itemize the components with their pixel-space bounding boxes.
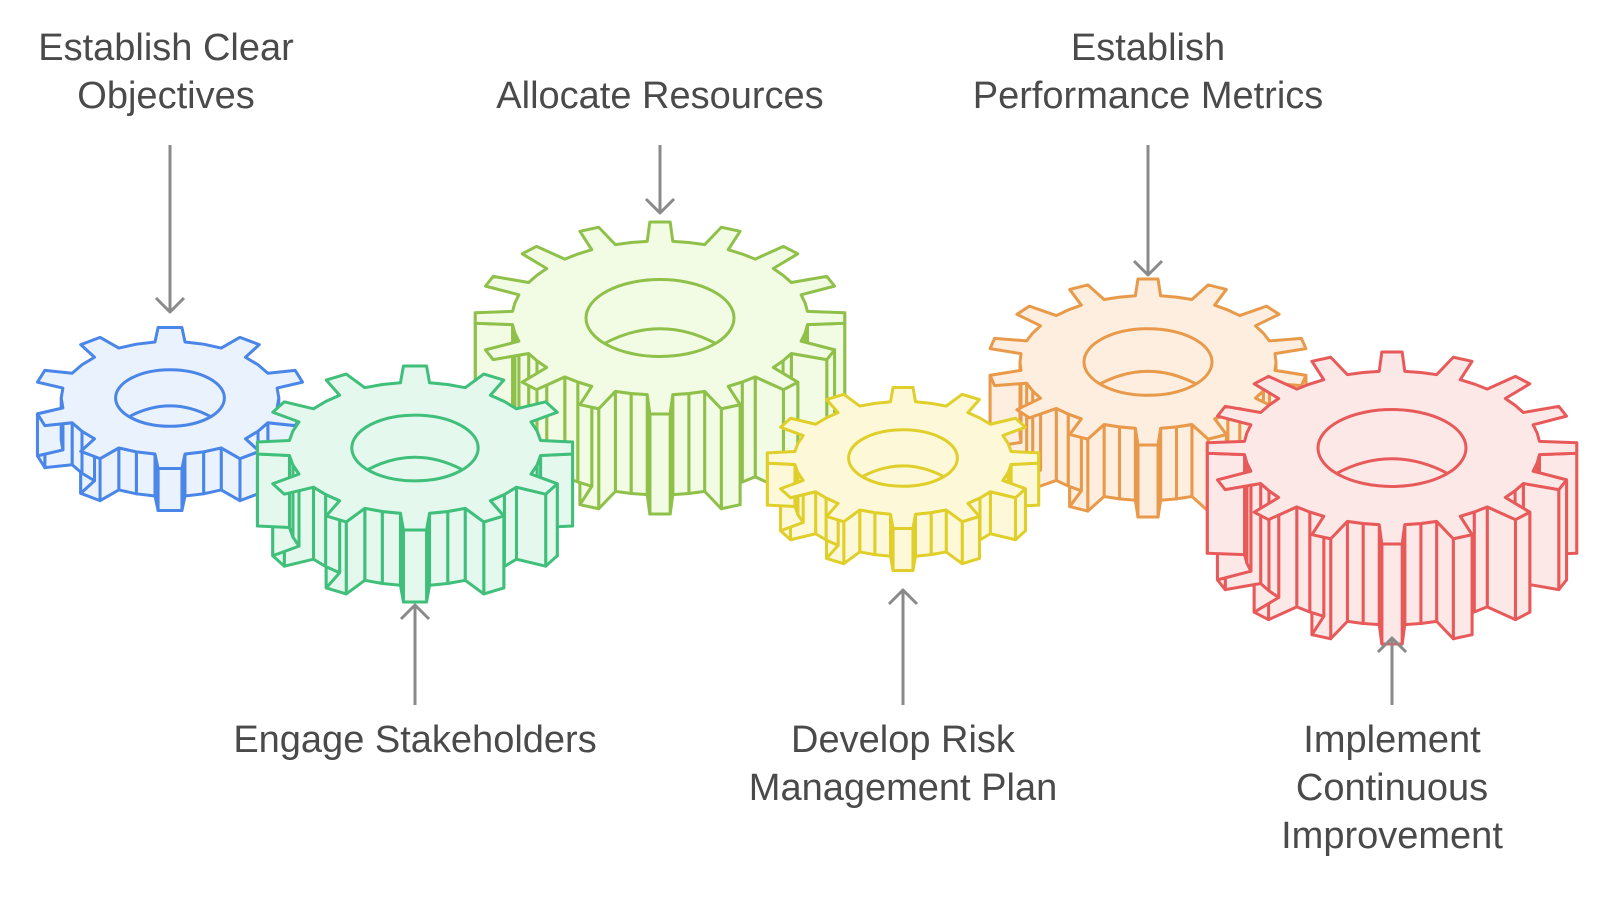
gear-lime-side <box>629 391 649 497</box>
gear-orange-side <box>1136 443 1160 519</box>
gear-green-hole-inner <box>366 455 464 472</box>
gear-blue-side <box>202 446 223 496</box>
gear-blue-side <box>183 450 206 498</box>
gear-blue <box>35 326 305 512</box>
gear-red-side <box>1380 542 1404 646</box>
gear-lime-side <box>703 389 723 511</box>
gear-red-hole <box>1316 408 1468 488</box>
gear-yellow-side <box>814 490 828 542</box>
gear-green-side <box>312 485 328 568</box>
gear-lime-side <box>687 389 707 495</box>
gear-orange-side <box>1159 425 1178 502</box>
arrow-risk <box>887 588 919 705</box>
gear-yellow-side <box>858 508 877 557</box>
label-establish-clear-objectives: Establish Clear Objectives <box>38 27 294 117</box>
label-implement-continuous-improvement: Implement Continuous Improvement <box>1281 719 1503 857</box>
gear-blue-side <box>117 446 138 496</box>
gear-red-side <box>1361 521 1381 627</box>
label-allocate-resources: Allocate Resources <box>496 75 824 117</box>
arrow-objectives <box>154 145 186 314</box>
gear-orange-side <box>1174 423 1194 501</box>
gear-red-side <box>1329 519 1349 641</box>
gear-green-side <box>380 509 402 587</box>
gear-red <box>1205 350 1579 646</box>
gear-green-side <box>502 485 518 568</box>
gear-red-side <box>1295 505 1312 614</box>
gear-lime-side <box>671 391 691 497</box>
gear-green <box>255 364 575 604</box>
arrow-improvement <box>1376 636 1408 705</box>
gear-yellow-hole <box>847 428 959 488</box>
gear-red-side <box>1451 533 1474 641</box>
gear-lime-side <box>719 403 742 511</box>
gear-lime-side <box>597 389 617 511</box>
gear-red-side <box>1419 519 1439 625</box>
gear-red-side <box>1345 519 1365 625</box>
gear-lime-hole-inner <box>603 327 717 345</box>
gear-red-side <box>1513 510 1532 622</box>
gear-red-side <box>1403 521 1423 627</box>
label-engage-stakeholders: Engage Stakeholders <box>233 719 597 761</box>
gear-blue-side <box>156 466 184 512</box>
gear-red-side <box>1205 451 1247 557</box>
gear-lime-side <box>613 389 633 495</box>
gear-yellow-side <box>891 527 915 573</box>
gear-yellow-side <box>873 511 892 558</box>
gear-green-side <box>514 485 548 568</box>
gear-yellow-side <box>960 514 981 566</box>
gear-blue-hole-inner <box>128 404 212 418</box>
gear-lime-hole <box>584 278 736 358</box>
gear-green-side <box>482 514 506 596</box>
gear-green-side <box>446 506 467 585</box>
gear-orange-side <box>1118 425 1137 502</box>
gear-orange-side <box>1054 406 1070 488</box>
gear-yellow-hole-inner <box>861 464 945 478</box>
gear-green-hole <box>350 413 480 483</box>
label-establish-performance-metrics: Establish Performance Metrics <box>972 27 1324 117</box>
gear-red-side <box>1435 519 1455 641</box>
gear-lime-side <box>648 412 672 516</box>
gear-red-hole-inner <box>1335 457 1449 475</box>
arrow-resources <box>644 145 676 215</box>
gear-yellow-side <box>914 511 933 558</box>
gear-orange-hole <box>1082 327 1214 397</box>
arrow-metrics <box>1132 145 1164 277</box>
gear-red-side <box>1472 505 1489 614</box>
gear-yellow-side <box>978 490 992 542</box>
gear-green-side <box>544 482 559 568</box>
arrow-stakeholders <box>399 603 431 705</box>
gear-yellow-side <box>929 508 948 557</box>
gear-green-side <box>401 528 429 604</box>
gear-orange-side <box>1102 423 1122 501</box>
gear-yellow-side <box>988 490 1017 542</box>
gear-orange-hole-inner <box>1099 369 1197 386</box>
gear-green-side <box>428 509 450 587</box>
gear-blue-side <box>134 450 157 498</box>
gear-lime-side <box>740 375 757 484</box>
label-develop-risk-management-plan: Develop Risk Management Plan <box>748 719 1058 809</box>
gear-blue-hole <box>114 368 226 428</box>
gear-yellow <box>765 385 1041 573</box>
gear-red-side <box>1485 505 1517 622</box>
gear-green-side <box>363 506 384 585</box>
